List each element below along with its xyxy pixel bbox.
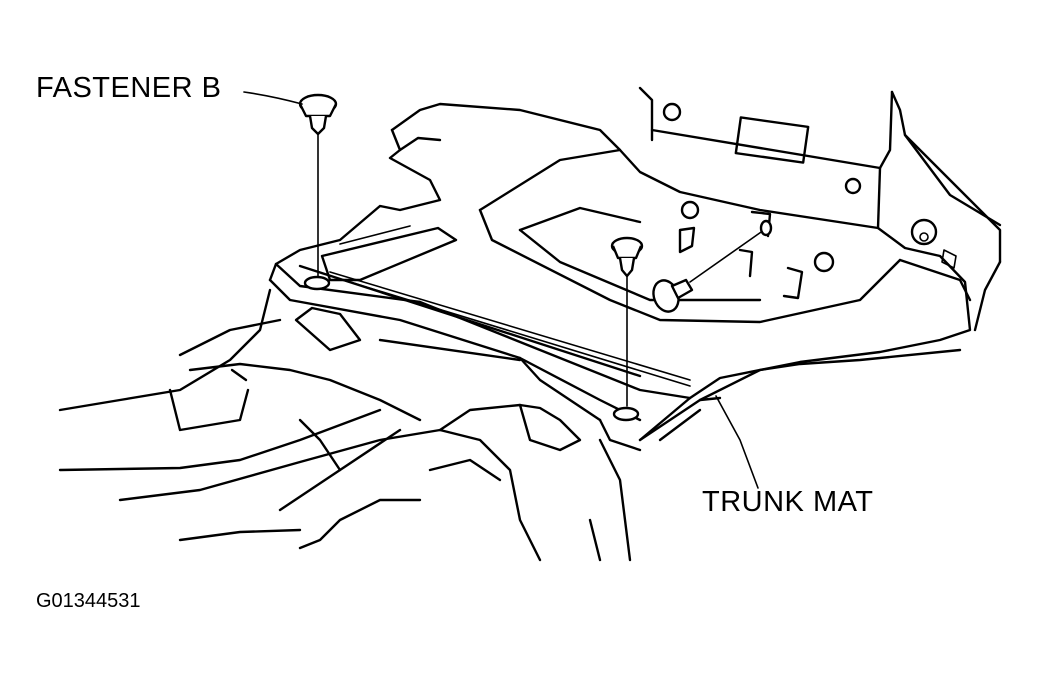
fastener-b-middle — [610, 236, 644, 422]
leader-lines — [243, 91, 759, 489]
trunk-mat-label: TRUNK MAT — [702, 486, 874, 518]
vehicle-floor — [58, 288, 722, 562]
trunk-mat-leader-line — [715, 395, 759, 489]
trunk-mat-panel — [268, 102, 972, 452]
side-fastener — [652, 219, 773, 313]
fastener-b-left — [298, 93, 338, 291]
fastener-b-label: FASTENER B — [36, 72, 222, 104]
figure-id-label: G01344531 — [36, 590, 141, 612]
fastener-leader-line — [243, 91, 303, 105]
rear-body-panel — [638, 86, 1002, 332]
